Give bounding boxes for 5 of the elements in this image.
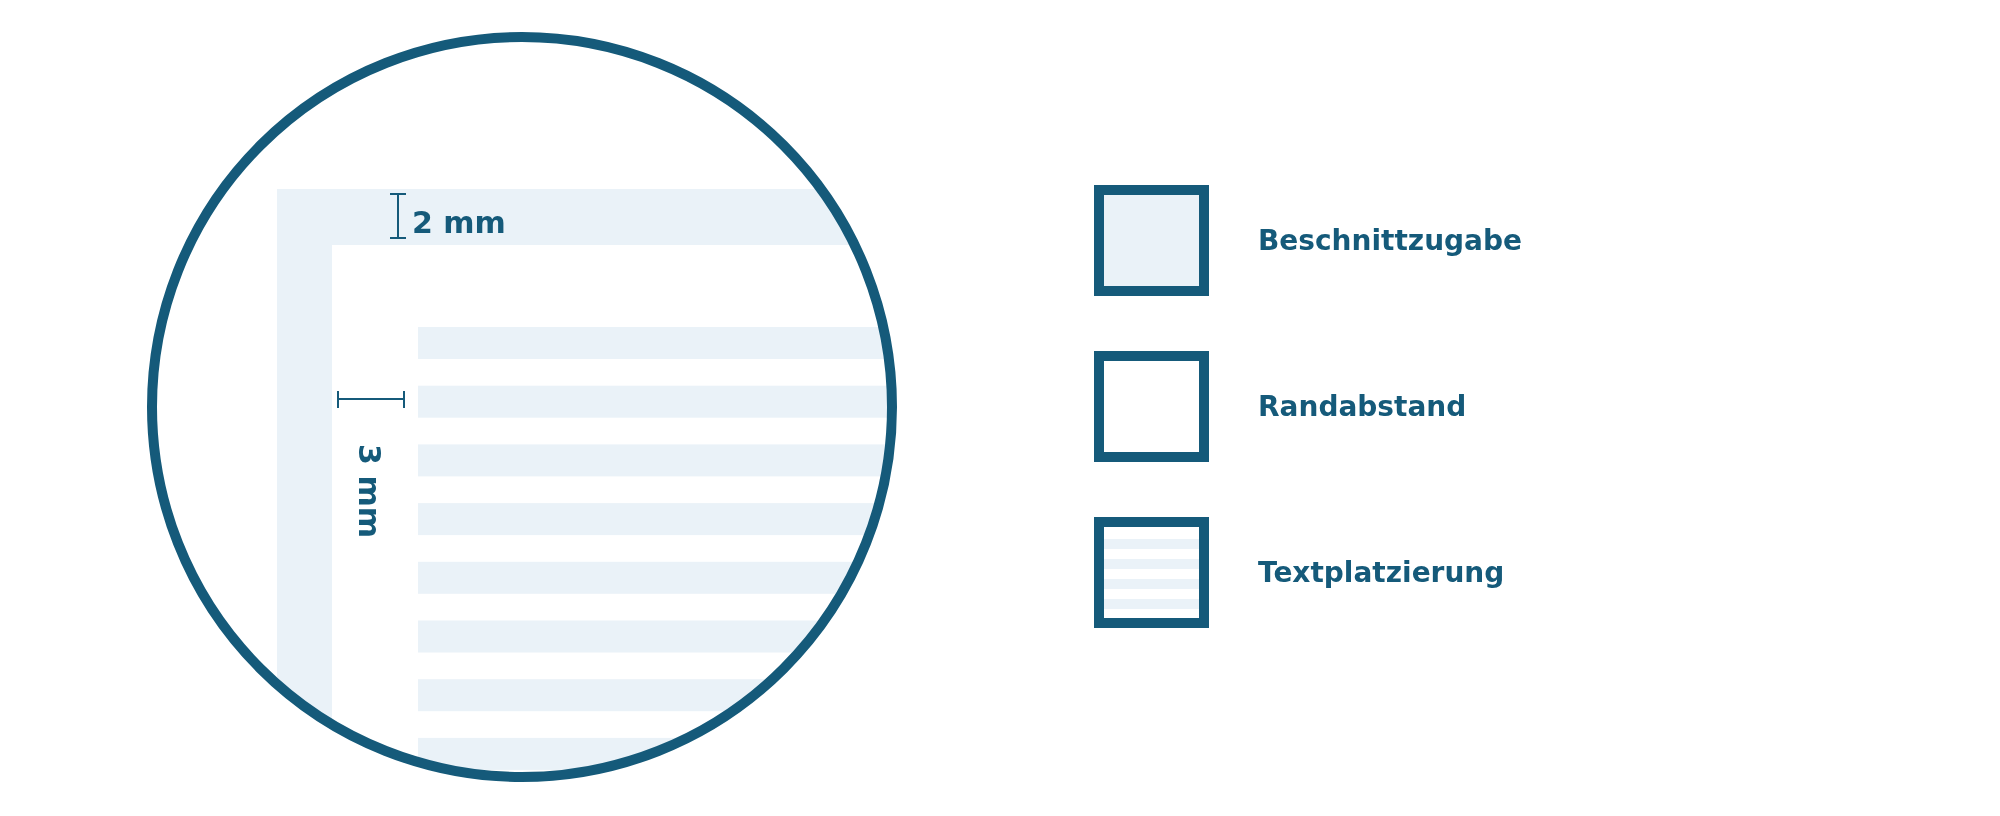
- legend-label: Textplatzierung: [1258, 559, 1505, 587]
- dimension-label: 3 mm: [353, 444, 384, 538]
- legend-label: Beschnittzugabe: [1258, 227, 1523, 255]
- dimension-label: 2 mm: [412, 208, 506, 238]
- legend-label: Randabstand: [1258, 393, 1467, 421]
